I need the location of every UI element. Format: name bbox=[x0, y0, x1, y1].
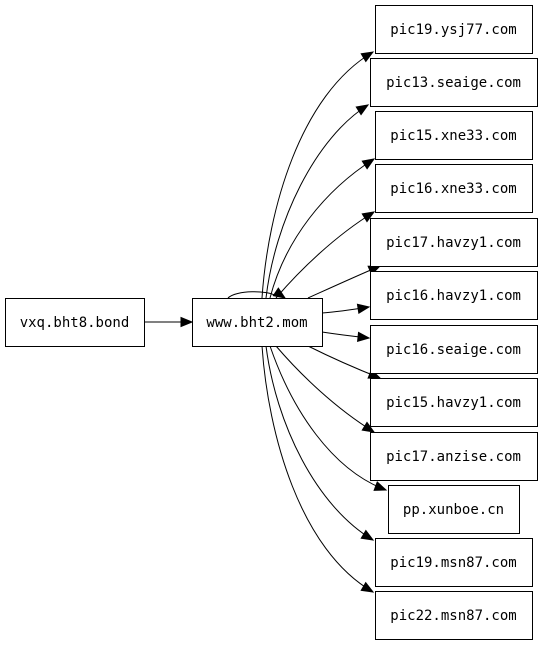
node-target-box bbox=[375, 111, 533, 160]
node-target-box bbox=[370, 432, 538, 481]
edge-hub-to-target-4 bbox=[275, 211, 375, 299]
node-source-box bbox=[5, 298, 145, 347]
node-target-label: pic22.msn87.com bbox=[390, 608, 516, 624]
node-target: pic15.xne33.com bbox=[375, 111, 533, 160]
node-target-label: pic16.seaige.com bbox=[386, 342, 521, 358]
node-target-label: pic19.ysj77.com bbox=[390, 22, 516, 38]
node-target-box bbox=[370, 58, 538, 107]
edge-hub-to-target-12 bbox=[261, 345, 374, 593]
node-target-box bbox=[370, 325, 538, 374]
node-target-box bbox=[375, 538, 533, 587]
node-target: pic17.anzise.com bbox=[370, 432, 538, 481]
node-target: pic22.msn87.com bbox=[375, 591, 533, 640]
edge-hub-to-target-11-arrowhead bbox=[360, 529, 375, 541]
node-target-label: pp.xunboe.cn bbox=[403, 502, 504, 518]
edge-hub-to-target-11 bbox=[265, 345, 374, 541]
node-target: pic16.seaige.com bbox=[370, 325, 538, 374]
node-target-label: pic17.havzy1.com bbox=[386, 235, 521, 251]
edge-hub-self-loop bbox=[227, 291, 277, 299]
edge-hub-to-target-7-arrowhead bbox=[357, 331, 371, 343]
node-target-box bbox=[370, 218, 538, 267]
edge-hub-to-target-10-arrowhead bbox=[373, 481, 388, 491]
edge-hub-to-target-5 bbox=[307, 265, 381, 299]
node-target-box bbox=[388, 485, 520, 534]
node-target-box bbox=[370, 271, 538, 320]
node-target-box bbox=[370, 378, 538, 427]
node-target: pic19.ysj77.com bbox=[375, 5, 533, 54]
node-target: pic13.seaige.com bbox=[370, 58, 538, 107]
node-source-label: vxq.bht8.bond bbox=[20, 315, 130, 331]
node-target: pic15.havzy1.com bbox=[370, 378, 538, 427]
node-target-label: pic16.havzy1.com bbox=[386, 288, 521, 304]
node-target-box bbox=[375, 5, 533, 54]
node-target: pic17.havzy1.com bbox=[370, 218, 538, 267]
node-target-label: pic16.xne33.com bbox=[390, 181, 516, 197]
edge-hub-to-target-1-arrowhead bbox=[360, 51, 375, 63]
node-source: vxq.bht8.bond bbox=[5, 298, 145, 347]
edge-source-to-hub-arrowhead bbox=[180, 316, 194, 328]
edge-hub-to-target-12-arrowhead bbox=[360, 581, 375, 593]
node-target: pic16.xne33.com bbox=[375, 164, 533, 213]
node-hub-label: www.bht2.mom bbox=[206, 315, 307, 331]
edge-hub-to-target-1 bbox=[261, 51, 374, 299]
node-target-label: pic15.xne33.com bbox=[390, 128, 516, 144]
node-target-label: pic15.havzy1.com bbox=[386, 395, 521, 411]
edge-hub-to-target-8 bbox=[307, 345, 381, 379]
edge-hub-to-target-10 bbox=[269, 345, 387, 491]
edge-hub-to-target-6-arrowhead bbox=[356, 303, 371, 314]
edge-hub-self-loop-arrowhead bbox=[272, 287, 287, 299]
node-target-label: pic17.anzise.com bbox=[386, 449, 521, 465]
node-target-box bbox=[375, 164, 533, 213]
edge-hub-to-target-4-arrowhead bbox=[361, 211, 376, 223]
edge-hub-to-target-9 bbox=[275, 345, 375, 433]
node-hub: www.bht2.mom bbox=[192, 298, 323, 347]
edge-hub-to-target-3 bbox=[269, 158, 375, 299]
node-target: pic19.msn87.com bbox=[375, 538, 533, 587]
node-target-label: pic19.msn87.com bbox=[390, 555, 516, 571]
node-target-box bbox=[375, 591, 533, 640]
edge-hub-to-target-3-arrowhead bbox=[361, 158, 376, 170]
node-target-label: pic13.seaige.com bbox=[386, 75, 521, 91]
nodes: vxq.bht8.bond www.bht2.mom pic19.ysj77.com… bbox=[5, 5, 538, 640]
edges bbox=[144, 51, 388, 593]
edge-hub-to-target-2-arrowhead bbox=[355, 104, 370, 116]
edge-hub-to-target-2 bbox=[265, 104, 369, 299]
node-target: pic16.havzy1.com bbox=[370, 271, 538, 320]
edge-hub-to-target-9-arrowhead bbox=[361, 421, 376, 433]
node-hub-box bbox=[192, 298, 323, 347]
node-target: pp.xunboe.cn bbox=[388, 485, 520, 534]
